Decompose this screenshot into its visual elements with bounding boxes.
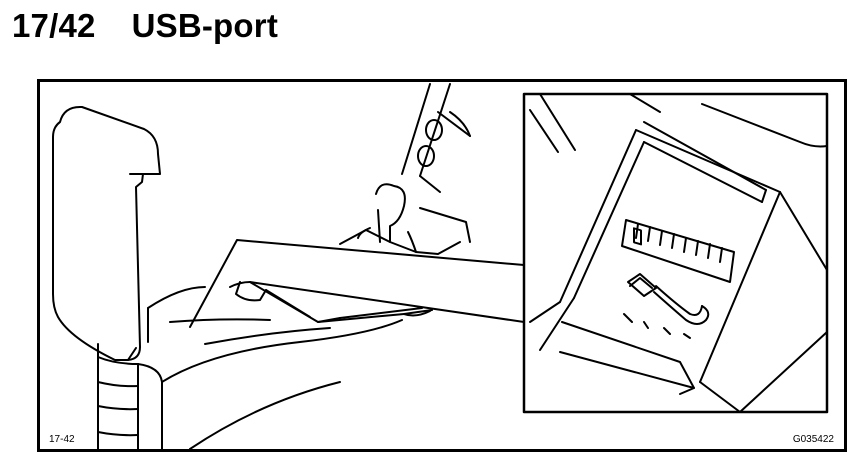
armrest-lid-drawing	[52, 105, 161, 361]
figure-code: G035422	[792, 434, 834, 445]
figure-label: 17-42	[49, 434, 75, 445]
figure-frame: 17-42 G035422	[37, 79, 847, 452]
gear-lever-drawing	[339, 83, 471, 255]
console-recess-drawing	[249, 281, 433, 323]
callout-wedge-drawing	[189, 239, 525, 328]
console-body-drawing	[97, 281, 403, 449]
page-heading: 17/42 USB-port	[12, 4, 278, 48]
usb-detail-inset	[522, 92, 829, 414]
section-number: 17/42	[12, 7, 96, 44]
section-title: USB-port	[131, 7, 279, 44]
console-usb-illustration	[52, 83, 829, 449]
